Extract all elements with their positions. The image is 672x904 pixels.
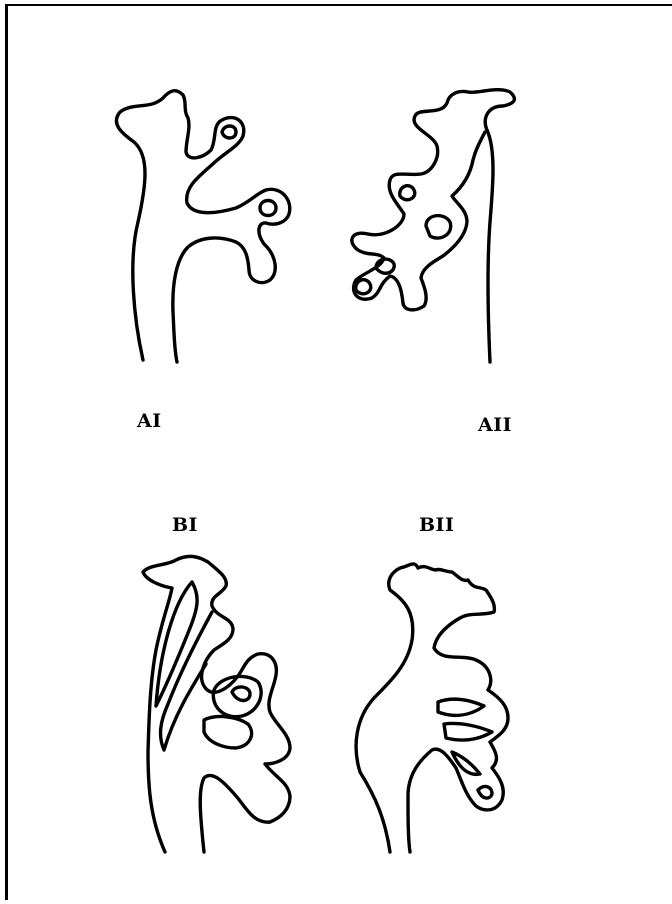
shape-a2	[352, 90, 515, 362]
pouch-a2-1	[400, 186, 415, 200]
fold-b2-2	[444, 723, 492, 740]
fold-b1-lower	[204, 717, 252, 748]
shape-a1	[116, 91, 289, 362]
label-bii: BII	[419, 514, 454, 536]
pouch-a1-lower	[260, 201, 276, 216]
label-aii: AII	[478, 414, 512, 436]
shape-b2	[356, 564, 508, 852]
label-bi: BI	[172, 514, 198, 536]
pouch-a2-4	[356, 280, 371, 294]
fold-b2-notch	[478, 787, 492, 799]
pouch-a2-2	[426, 216, 451, 238]
label-ai: AI	[137, 410, 162, 432]
fold-b2-1	[438, 699, 484, 715]
fold-b1-inner-core	[232, 687, 250, 701]
pouch-a1-upper	[222, 126, 236, 138]
